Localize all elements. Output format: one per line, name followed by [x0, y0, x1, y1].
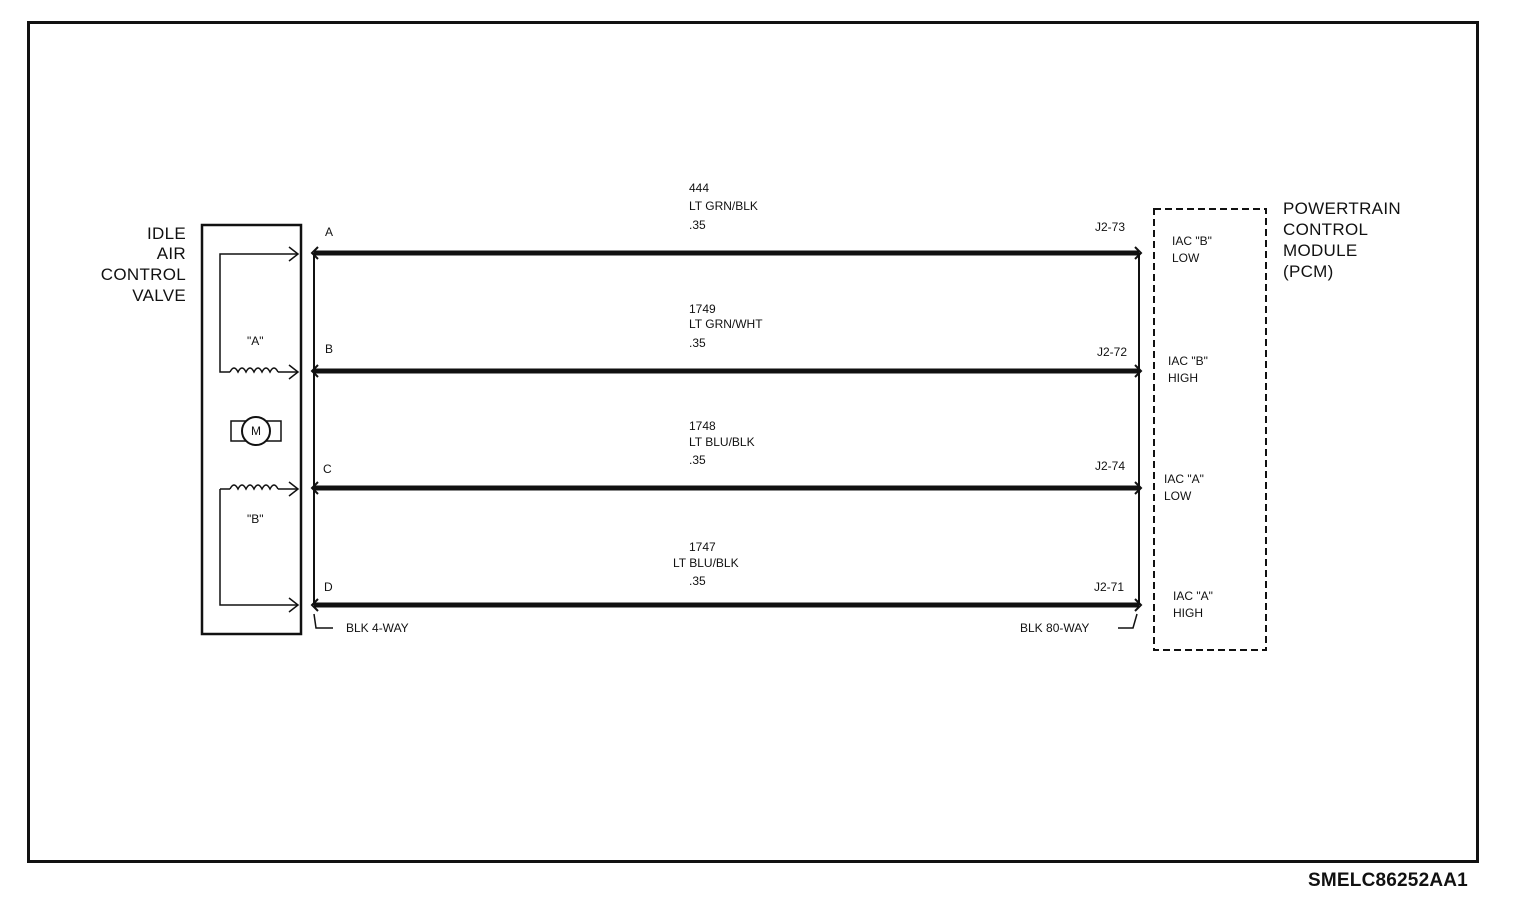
- pcm-title-line-2: CONTROL: [1283, 220, 1369, 239]
- diagram-id: SMELC86252AA1: [1308, 870, 1468, 891]
- pcm-title-line-3: MODULE: [1283, 241, 1358, 260]
- valve-title-line-3: CONTROL: [100, 265, 186, 284]
- function-d-line-2: HIGH: [1173, 606, 1203, 620]
- function-c-line-1: IAC "A": [1164, 472, 1204, 486]
- diagram-frame: [27, 21, 1479, 863]
- pcm-terminal-a: [1134, 246, 1143, 260]
- function-b-line-2: HIGH: [1168, 371, 1198, 385]
- valve-title-line-4: VALVE: [132, 286, 186, 305]
- coil-b-label: "B": [247, 512, 264, 526]
- motor-label: M: [251, 424, 261, 438]
- wire-gauge-a: .35: [689, 218, 706, 232]
- pcm-terminal-b: [1134, 364, 1143, 378]
- coil-b-circuit: [219, 481, 300, 613]
- terminal-a: J2-73: [1095, 220, 1126, 234]
- valve-title-line-1: IDLE: [147, 224, 186, 243]
- valve-connector-bracket: [313, 613, 333, 629]
- pin-label-a: A: [325, 225, 334, 239]
- pcm-title-line-4: (PCM): [1283, 262, 1334, 281]
- function-d-line-1: IAC "A": [1173, 589, 1213, 603]
- function-a-line-2: LOW: [1172, 251, 1200, 265]
- valve-terminal-c: [310, 481, 319, 495]
- valve-terminal-a: [310, 246, 319, 260]
- wire-gauge-b: .35: [689, 336, 706, 350]
- circuit-number-a: 444: [689, 181, 710, 195]
- function-c-line-2: LOW: [1164, 489, 1192, 503]
- coil-a-circuit: [219, 246, 300, 380]
- circuit-number-c: 1748: [689, 419, 716, 433]
- circuit-number-b: 1749: [689, 302, 716, 316]
- pin-label-d: D: [324, 580, 333, 594]
- motor-icon: [230, 416, 282, 446]
- function-a-line-1: IAC "B": [1172, 234, 1212, 248]
- pcm-connector-label: BLK 80-WAY: [1020, 621, 1090, 635]
- pcm-outline: [1153, 208, 1267, 651]
- wire-color-b: LT GRN/WHT: [689, 317, 763, 331]
- terminal-d: J2-71: [1094, 580, 1125, 594]
- pcm-terminal-d: [1134, 598, 1143, 612]
- wire-gauge-d: .35: [689, 574, 706, 588]
- valve-terminal-b: [310, 364, 319, 378]
- coil-a-label: "A": [247, 334, 264, 348]
- pin-label-c: C: [323, 462, 332, 476]
- pcm-title-line-1: POWERTRAIN: [1283, 199, 1401, 218]
- pin-label-b: B: [325, 342, 334, 356]
- iac-valve-body: [200, 223, 303, 636]
- wire-color-c: LT BLU/BLK: [689, 435, 755, 449]
- pcm-connector-bracket: [1118, 613, 1138, 629]
- pcm-terminal-c: [1134, 481, 1143, 495]
- valve-title-line-2: AIR: [156, 244, 186, 263]
- terminal-c: J2-74: [1095, 459, 1126, 473]
- circuit-number-d: 1747: [689, 540, 716, 554]
- wire-color-d: LT BLU/BLK: [673, 556, 739, 570]
- wire-color-a: LT GRN/BLK: [689, 199, 758, 213]
- function-b-line-1: IAC "B": [1168, 354, 1208, 368]
- valve-connector-label: BLK 4-WAY: [346, 621, 409, 635]
- terminal-b: J2-72: [1097, 345, 1128, 359]
- valve-terminal-d: [310, 598, 319, 612]
- wire-gauge-c: .35: [689, 453, 706, 467]
